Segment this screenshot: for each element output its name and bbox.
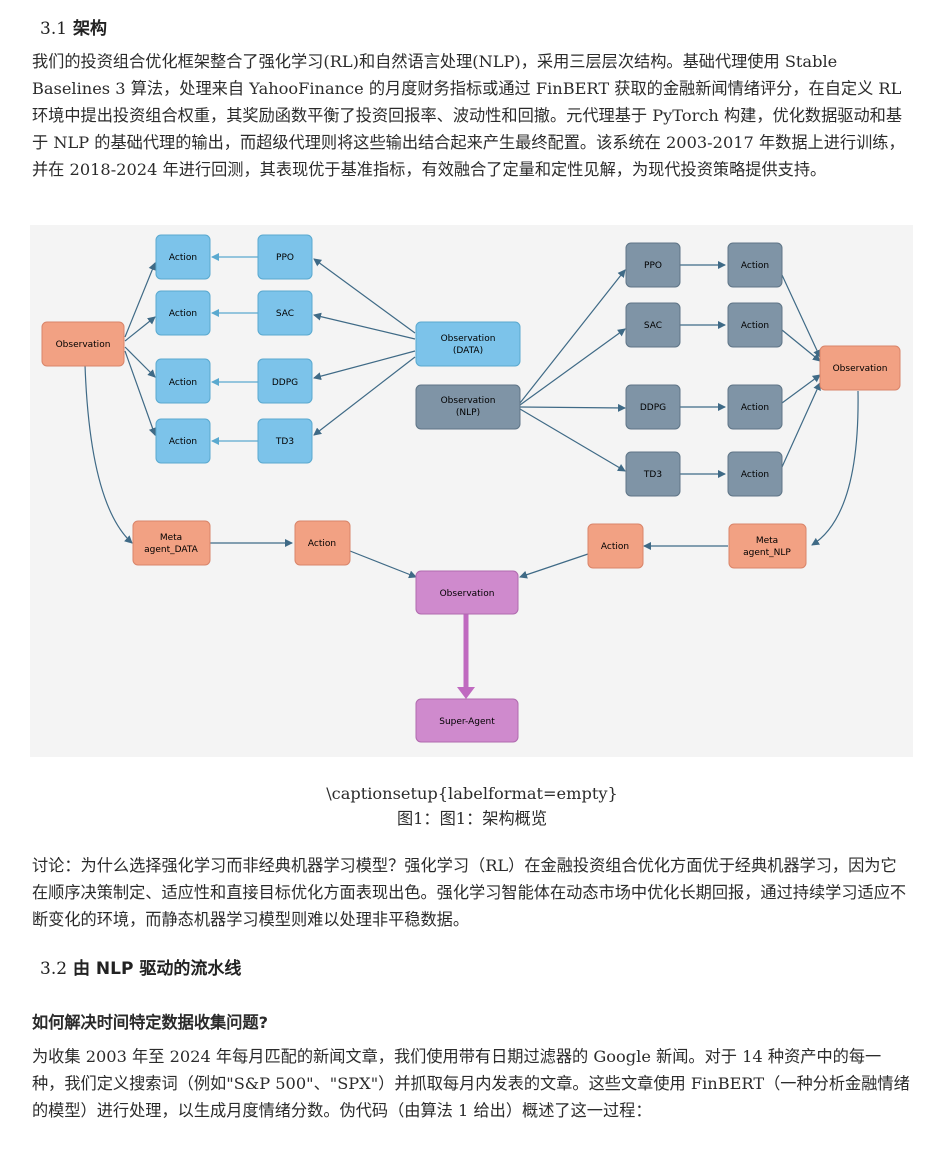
paragraph-architecture: 我们的投资组合优化框架整合了强化学习(RL)和自然语言处理(NLP)，采用三层层… (32, 52, 905, 179)
edge-obsdata-to-td3 (313, 356, 416, 436)
edge-action-r4-to-obs (781, 382, 821, 468)
node-observation-data: Observation (DATA) (415, 321, 521, 367)
edge-obsdata-to-sac (313, 312, 416, 340)
section-number: 3.2 (40, 959, 68, 979)
node-ddpg-right: DDPG (625, 384, 681, 430)
svg-text:Observation: Observation (833, 364, 888, 374)
svg-text:Action: Action (741, 403, 769, 413)
section-heading-3-2: 3.2 由 NLP 驱动的流水线 (40, 954, 241, 979)
edge-obs-to-meta-data (84, 364, 133, 544)
node-action-data: Action (294, 520, 351, 566)
edge-obs-to-action-2 (124, 316, 156, 342)
node-action-r1: Action (727, 242, 783, 288)
svg-text:Meta: Meta (756, 536, 778, 546)
figure-caption: 图1：图1：架构概览 (396, 809, 548, 828)
edge-obs-to-action-1 (124, 262, 157, 338)
svg-text:TD3: TD3 (275, 437, 294, 447)
node-action-nlp: Action (587, 523, 644, 569)
edge-obsdata-to-ppo (313, 258, 416, 334)
svg-text:Action: Action (741, 470, 769, 480)
node-sac-right: SAC (625, 302, 681, 348)
node-sac-left: SAC (257, 290, 313, 336)
svg-text:Action: Action (741, 261, 769, 271)
svg-text:Action: Action (741, 321, 769, 331)
node-ddpg-left: DDPG (257, 358, 313, 404)
paragraph-discussion: 讨论：为什么选择强化学习而非经典机器学习模型？强化学习（RL）在金融投资组合优化… (32, 856, 907, 929)
node-observation-center: Observation (415, 570, 519, 615)
node-action-r4: Action (727, 451, 783, 497)
edge-action-nlp-to-obs (519, 553, 589, 579)
node-action-r3: Action (727, 384, 783, 430)
subheading-question: 如何解决时间特定数据收集问题? (32, 1013, 269, 1032)
svg-text:Action: Action (169, 437, 197, 447)
edge-action-r1-to-obs (781, 274, 821, 358)
edge-obsdata-to-ddpg (313, 350, 416, 381)
svg-text:Action: Action (601, 542, 629, 552)
edge-obsnlp-to-ppo (519, 269, 626, 404)
paragraph-data-collection: 为收集 2003 年至 2024 年每月匹配的新闻文章，我们使用带有日期过滤器的… (32, 1047, 910, 1120)
figure-caption-setup: \captionsetup{labelformat=empty} (326, 784, 618, 803)
edge-obsnlp-to-sac (519, 328, 626, 406)
node-td3-right: TD3 (625, 451, 681, 497)
node-meta-agent-nlp: Meta agent_NLP (728, 523, 807, 569)
edge-action-data-to-obs (349, 550, 417, 579)
svg-text:PPO: PPO (644, 261, 662, 271)
svg-text:Super-Agent: Super-Agent (439, 717, 495, 727)
svg-text:Action: Action (169, 253, 197, 263)
section-heading-3-1: 3.1 架构 (40, 14, 107, 39)
svg-text:Observation: Observation (441, 396, 496, 406)
edge-obsnlp-to-ddpg (519, 403, 626, 412)
svg-text:agent_NLP: agent_NLP (743, 548, 791, 558)
edge-obsnlp-to-td3 (519, 408, 626, 472)
svg-text:Observation: Observation (56, 340, 111, 350)
node-ppo-right: PPO (625, 242, 681, 288)
node-observation-left: Observation (41, 321, 125, 367)
node-observation-right: Observation (819, 345, 901, 391)
svg-text:PPO: PPO (276, 253, 294, 263)
section-number: 3.1 (40, 19, 68, 39)
svg-text:SAC: SAC (644, 321, 662, 331)
edge-obs-to-meta-nlp (811, 390, 859, 546)
node-action-l3: Action (155, 358, 211, 404)
svg-text:Meta: Meta (160, 533, 182, 543)
svg-text:(NLP): (NLP) (456, 408, 480, 418)
svg-text:Action: Action (169, 309, 197, 319)
edge-obs-to-action-3 (124, 346, 156, 378)
node-action-l1: Action (155, 234, 211, 280)
svg-text:Action: Action (308, 539, 336, 549)
node-action-l4: Action (155, 418, 211, 464)
edge-obs-to-action-4 (124, 350, 157, 436)
node-meta-agent-data: Meta agent_DATA (132, 520, 211, 566)
architecture-diagram: Observation Action Action Action Action … (30, 225, 913, 757)
svg-text:DDPG: DDPG (640, 403, 666, 413)
node-ppo-left: PPO (257, 234, 313, 280)
node-observation-nlp: Observation (NLP) (415, 384, 521, 430)
edge-action-r2-to-obs (781, 329, 821, 362)
svg-text:Observation: Observation (441, 334, 496, 344)
edge-action-r3-to-obs (781, 374, 821, 404)
edge-obs-to-super-head (457, 687, 475, 699)
svg-text:agent_DATA: agent_DATA (144, 545, 199, 555)
node-td3-left: TD3 (257, 418, 313, 464)
node-action-l2: Action (155, 290, 211, 336)
node-super-agent: Super-Agent (415, 698, 519, 743)
section-title: 架构 (72, 19, 107, 39)
svg-text:TD3: TD3 (643, 470, 662, 480)
svg-text:(DATA): (DATA) (453, 346, 483, 356)
svg-text:Observation: Observation (440, 589, 495, 599)
section-title: 由 NLP 驱动的流水线 (72, 959, 242, 979)
node-action-r2: Action (727, 302, 783, 348)
svg-text:Action: Action (169, 378, 197, 388)
svg-text:DDPG: DDPG (272, 378, 298, 388)
svg-text:SAC: SAC (276, 309, 294, 319)
